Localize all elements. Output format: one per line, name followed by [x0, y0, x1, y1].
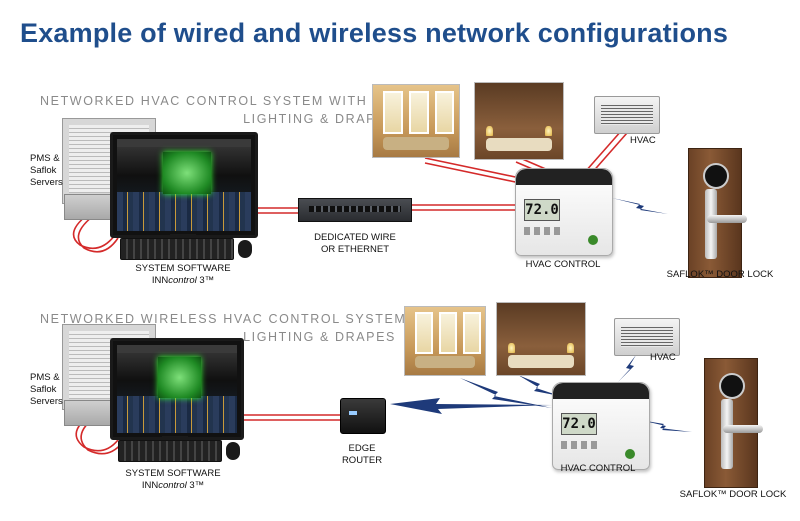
wireless-edge-router-label: EDGE ROUTER	[341, 443, 383, 466]
wireless-edge-router	[340, 398, 386, 434]
wired-room-photo-1	[372, 84, 460, 158]
wired-hvac-control-thermostat: 72.0	[515, 168, 613, 256]
wired-servers-label: PMS & Saflok Servers	[30, 153, 63, 188]
wireless-section-title-line1: NETWORKED WIRELESS HVAC CONTROL SYSTEM W…	[40, 312, 481, 326]
page-title: Example of wired and wireless network co…	[20, 18, 729, 48]
wireless-hvac-control-label: HVAC CONTROL	[560, 463, 636, 474]
wired-section-title: NETWORKED HVAC CONTROL SYSTEM WITH PIR L…	[40, 92, 396, 128]
wired-hvac-control-label: HVAC CONTROL	[525, 259, 601, 270]
wireless-door-lock-label: SAFLOK™ DOOR LOCK	[679, 489, 787, 500]
wireless-saflok-door-lock	[704, 358, 763, 488]
wired-thermostat-display: 72.0	[524, 199, 560, 221]
wired-hvac-unit	[594, 96, 660, 134]
wired-saflok-door-lock	[688, 148, 747, 278]
bolt-control-door-2	[640, 420, 692, 432]
wired-system-software-monitor	[110, 132, 258, 238]
wireless-mouse	[226, 442, 240, 460]
wired-pms-server-base	[64, 194, 114, 220]
wireless-servers-label: PMS & Saflok Servers	[30, 372, 63, 407]
wired-system-software-label: SYSTEM SOFTWARE INNcontrol 3™	[135, 263, 231, 286]
wireless-bolts	[390, 198, 692, 432]
bolt-router-control	[390, 398, 552, 414]
wireless-system-software-label: SYSTEM SOFTWARE INNcontrol 3™	[125, 468, 221, 491]
bolt-photo1-control	[460, 378, 552, 408]
wireless-thermostat-display: 72.0	[561, 413, 597, 435]
wired-hvac-label: HVAC	[630, 135, 656, 146]
wired-dedicated-wire-label: DEDICATED WIRE OR ETHERNET	[314, 232, 396, 255]
wired-section-title-line1: NETWORKED HVAC CONTROL SYSTEM WITH PIR	[40, 94, 399, 108]
wireless-hvac-unit	[614, 318, 680, 356]
cable-server-pc-b	[77, 206, 119, 253]
bolt-photo2-control	[518, 375, 560, 396]
wired-keyboard	[120, 238, 234, 260]
wireless-room-photo-1	[404, 306, 486, 376]
bolt-control-door	[612, 198, 668, 214]
wireless-section-title: NETWORKED WIRELESS HVAC CONTROL SYSTEM W…	[40, 310, 481, 346]
wireless-keyboard	[118, 440, 222, 462]
wired-network-switch	[298, 198, 412, 222]
cable-hvac-control	[584, 129, 623, 173]
wireless-hvac-label: HVAC	[650, 352, 676, 363]
bolt-hvac-control	[618, 355, 636, 382]
wireless-section-title-line2: LIGHTING & DRAPES	[243, 330, 396, 344]
wired-mouse	[238, 240, 252, 258]
wireless-pms-server-base	[64, 400, 114, 426]
wireless-system-software-monitor	[110, 338, 244, 440]
cable-photo1-control	[424, 157, 521, 179]
wireless-hvac-control-thermostat: 72.0	[552, 382, 650, 470]
wired-section-title-line2: LIGHTING & DRAPES	[243, 112, 396, 126]
wireless-room-photo-2	[496, 302, 586, 376]
wired-cables	[72, 129, 628, 253]
wired-room-photo-2	[474, 82, 564, 160]
cable-photo1-control-b	[424, 162, 521, 184]
wired-door-lock-label: SAFLOK™ DOOR LOCK	[666, 269, 774, 280]
